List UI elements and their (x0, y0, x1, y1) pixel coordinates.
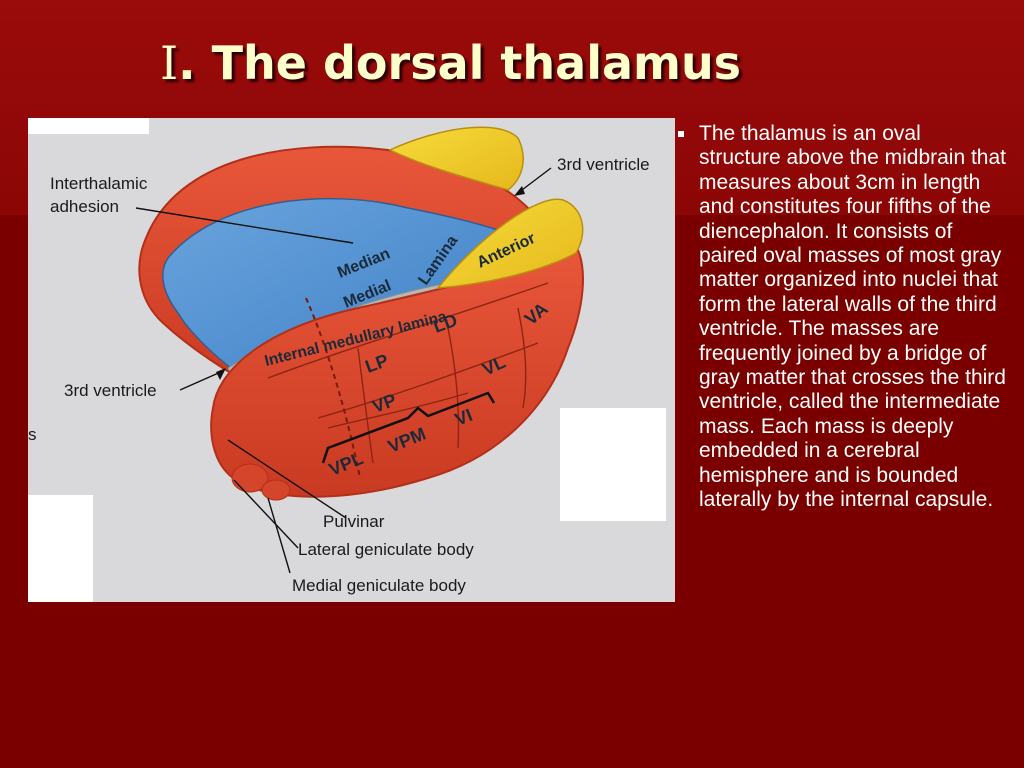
label-medial-geniculate: Medial geniculate body (292, 576, 466, 595)
callout-labels: Interthalamic adhesion 3rd ventricle 3rd… (28, 155, 650, 595)
thalamus-figure: Interthalamic adhesion 3rd ventricle 3rd… (28, 118, 675, 602)
vp-bracket (321, 391, 496, 464)
label-vi: VI (452, 405, 475, 430)
body-paragraph: The thalamus is an oval structure above … (699, 122, 1007, 512)
thalamus-illustration: Interthalamic adhesion 3rd ventricle 3rd… (28, 126, 650, 595)
white-patch-top (28, 118, 149, 134)
body-text-block: The thalamus is an oval structure above … (678, 122, 1008, 513)
title-numeral: Ⅰ (160, 36, 179, 90)
lower-anterior-shape (436, 198, 584, 289)
label-interthalamic-line1: Interthalamic (50, 174, 148, 193)
label-edge-s: s (28, 425, 37, 444)
white-patch-right (560, 408, 666, 521)
pulvinar-bump (231, 463, 269, 493)
label-interthalamic-line2: adhesion (50, 197, 119, 216)
label-lateral-geniculate: Lateral geniculate body (298, 540, 474, 559)
dashed-lamina-line (305, 297, 361, 479)
leader-lines (135, 167, 552, 574)
slide-title: Ⅰ. The dorsal thalamus (160, 30, 980, 100)
upper-anterior-shape (388, 126, 524, 191)
label-third-ventricle-left: 3rd ventricle (64, 381, 157, 400)
label-third-ventricle-top: 3rd ventricle (557, 155, 650, 174)
white-patch-bottom-left (28, 495, 93, 602)
bullet-marker (678, 131, 684, 137)
label-pulvinar: Pulvinar (323, 512, 385, 531)
arrow-head-top (514, 186, 525, 196)
arrow-head-left (216, 368, 226, 380)
title-text: . The dorsal thalamus (178, 36, 742, 90)
pulvinar-bump (261, 479, 291, 501)
